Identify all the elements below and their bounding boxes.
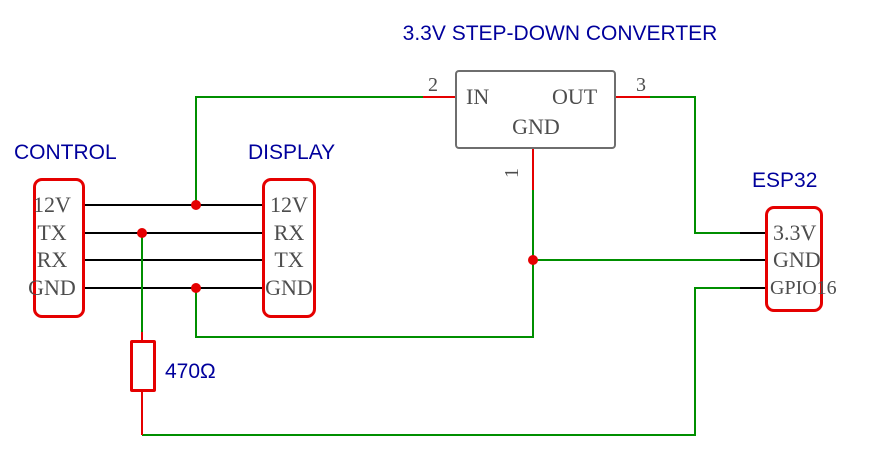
wire-12v-to-converter-in <box>195 96 423 205</box>
wire-resistor-to-esp32-gpio16 <box>142 287 740 436</box>
black-wires <box>85 204 765 289</box>
display-pin-rx: RX <box>273 220 305 245</box>
display-pin-gnd: GND <box>265 275 313 300</box>
converter-box <box>455 70 616 149</box>
esp32-pin-gpio16: GPIO16 <box>770 277 837 299</box>
control-pin-12v: 12V <box>33 192 71 217</box>
converter-pin-gnd: GND <box>512 114 560 139</box>
junction-tx <box>137 228 147 238</box>
converter-pin-number-gnd: 1 <box>501 168 523 178</box>
junction-gnd-mid <box>528 255 538 265</box>
converter-pin-number-out: 3 <box>636 74 646 96</box>
control-connector <box>33 178 85 318</box>
display-connector <box>262 178 316 318</box>
display-label: DISPLAY <box>248 141 336 164</box>
junction-gnd-left <box>191 283 201 293</box>
junction-12v <box>191 200 201 210</box>
esp32-label: ESP32 <box>752 169 818 192</box>
resistor-label: 470Ω <box>165 360 216 383</box>
wire-display-gnd-loop <box>195 260 534 338</box>
esp32-pin-gnd: GND <box>773 247 821 272</box>
converter-pin-in: IN <box>466 84 490 109</box>
converter-pin-number-in: 2 <box>428 74 438 96</box>
wire-converter-out-to-esp32-33v <box>650 96 740 234</box>
esp32-pin-33v: 3.3V <box>773 220 817 245</box>
display-pin-12v: 12V <box>270 192 308 217</box>
junction-dots <box>137 200 538 293</box>
red-pin-stubs <box>141 96 650 435</box>
green-wires <box>141 96 740 436</box>
control-label: CONTROL <box>14 141 117 164</box>
control-pin-tx: TX <box>37 220 67 245</box>
page-title: 3.3V STEP-DOWN CONVERTER <box>402 22 718 45</box>
resistor-symbol <box>130 340 156 392</box>
esp32-connector <box>765 206 823 312</box>
display-pin-tx: TX <box>274 247 304 272</box>
control-pin-rx: RX <box>36 247 68 272</box>
control-pin-gnd: GND <box>28 275 76 300</box>
converter-pin-out: OUT <box>552 84 598 109</box>
